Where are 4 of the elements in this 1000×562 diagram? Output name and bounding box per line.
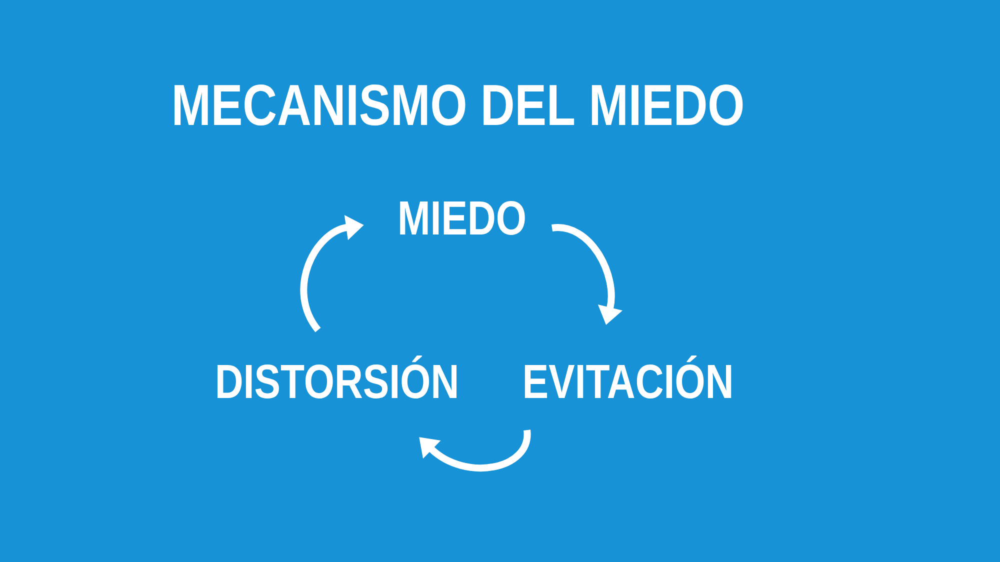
node-label: DISTORSIÓN <box>218 356 456 398</box>
node-label: EVITACIÓN <box>524 356 732 398</box>
title: MECANISMO DEL MIEDO <box>174 84 743 126</box>
node-label: MIEDO <box>400 201 525 235</box>
